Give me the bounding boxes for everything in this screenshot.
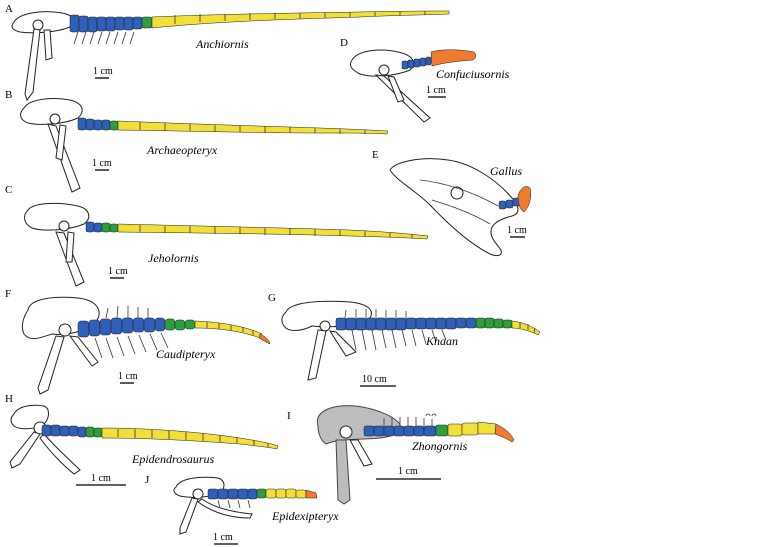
panel-e-acetabulum [450, 186, 464, 200]
panel-d-letter: D [340, 37, 348, 49]
panel-e-taxon: Gallus [490, 164, 522, 178]
panel-e-letter: E [372, 149, 379, 161]
panel-e: E Gallus 1 cm [372, 149, 531, 257]
panel-a-tail [69, 10, 450, 45]
panel-f-ischium [68, 335, 99, 367]
panel-j: J Epidexipteryx 1 cm [145, 474, 339, 545]
panel-i-ilium [316, 405, 401, 445]
panel-h-pubis [9, 431, 41, 469]
panel-i: I Zhongornis 1 cm [287, 405, 515, 505]
panel-f-tail [77, 305, 271, 359]
panel-i-pubis [335, 439, 351, 505]
panel-c-tail [85, 221, 429, 240]
panel-d-tail [401, 49, 477, 70]
panel-b-taxon: Archaeopteryx [146, 143, 218, 157]
panel-b-scale-label: 1 cm [92, 158, 112, 169]
panel-g-acetabulum [319, 320, 331, 332]
panel-j-letter: J [145, 474, 150, 486]
panel-h-tail [41, 424, 279, 450]
panel-i-acetabulum [339, 425, 353, 439]
panel-g-tail [335, 309, 541, 351]
panel-e-pygostyle [517, 186, 531, 213]
panel-c-letter: C [5, 184, 12, 196]
panel-d-scale-label: 1 cm [426, 85, 446, 96]
panel-f-taxon: Caudipteryx [156, 347, 216, 361]
panel-h-scale-label: 1 cm [91, 473, 111, 484]
panel-a-taxon: Anchiornis [195, 37, 249, 51]
panel-a-ischium [43, 29, 53, 61]
panel-d-taxon: Confuciusornis [436, 67, 510, 81]
panel-g: G Khaan [268, 292, 541, 387]
panel-f-tail-tip [258, 333, 271, 345]
panel-c: C Jeholornis 1 cm [5, 184, 429, 287]
panel-b: B Archaeopteryx 1 cm [5, 89, 389, 193]
panel-b-tail [77, 117, 389, 135]
panel-j-tail-tip [305, 489, 318, 499]
panel-c-ischium [65, 231, 75, 263]
panel-i-taxon: Zhongornis [412, 439, 468, 453]
panel-a-letter: A [5, 3, 13, 15]
panel-j-acetabulum [192, 488, 204, 500]
panel-d: D Confuciusornis 1 cm [340, 37, 510, 123]
panel-j-taxon: Epidexipteryx [271, 509, 339, 523]
panel-e-tail [498, 186, 531, 213]
panel-j-scale-label: 1 cm [213, 532, 233, 543]
panel-a-scale-label: 1 cm [93, 66, 113, 77]
panel-f-acetabulum [58, 323, 72, 337]
panel-f-pubis [37, 335, 65, 395]
panel-f-letter: F [5, 288, 11, 300]
panel-j-ischium [197, 498, 253, 519]
panel-b-ischium [55, 124, 67, 161]
panel-h-taxon: Epidendrosaurus [131, 452, 215, 466]
panel-c-acetabulum [58, 220, 70, 232]
panel-h-ischium [39, 433, 81, 475]
panel-g-letter: G [268, 292, 276, 304]
panel-i-scale-label: 1 cm [398, 466, 418, 477]
panel-a: A Anchiornis 1 cm [5, 3, 450, 102]
panel-d-ilium [349, 49, 414, 77]
panel-i-tail-tip [494, 423, 515, 443]
panel-b-ilium [20, 98, 83, 125]
panel-g-pubis [307, 329, 327, 381]
panel-a-ilium [11, 11, 75, 34]
panel-i-tail [363, 413, 515, 443]
panel-d-acetabulum [378, 64, 390, 76]
panel-g-scale-label: 10 cm [362, 374, 387, 385]
panel-g-taxon: Khaan [425, 334, 458, 348]
panel-d-pygostyle [430, 49, 477, 67]
panel-c-ilium [24, 202, 90, 231]
panel-i-letter: I [287, 410, 291, 422]
panel-e-scale-label: 1 cm [507, 225, 527, 236]
panel-b-letter: B [5, 89, 12, 101]
panel-c-taxon: Jeholornis [148, 251, 199, 265]
panel-j-tail [207, 488, 318, 509]
panel-b-acetabulum [49, 113, 61, 125]
panel-a-acetabulum [32, 19, 44, 31]
panel-h-letter: H [5, 393, 13, 405]
panel-j-pubis [179, 497, 199, 535]
panel-i-ischium [349, 439, 373, 467]
panel-f-scale-label: 1 cm [118, 371, 138, 382]
panel-g-ischium [328, 330, 357, 357]
panel-c-scale-label: 1 cm [108, 266, 128, 277]
panel-d-ischium [387, 75, 405, 103]
panel-f: F Caudipteryx 1 cm [5, 288, 271, 395]
panel-h: H Epidendrosaurus 1 cm [5, 393, 279, 486]
panel-b-pubis [47, 123, 81, 193]
panel-a-pubis [24, 28, 41, 102]
